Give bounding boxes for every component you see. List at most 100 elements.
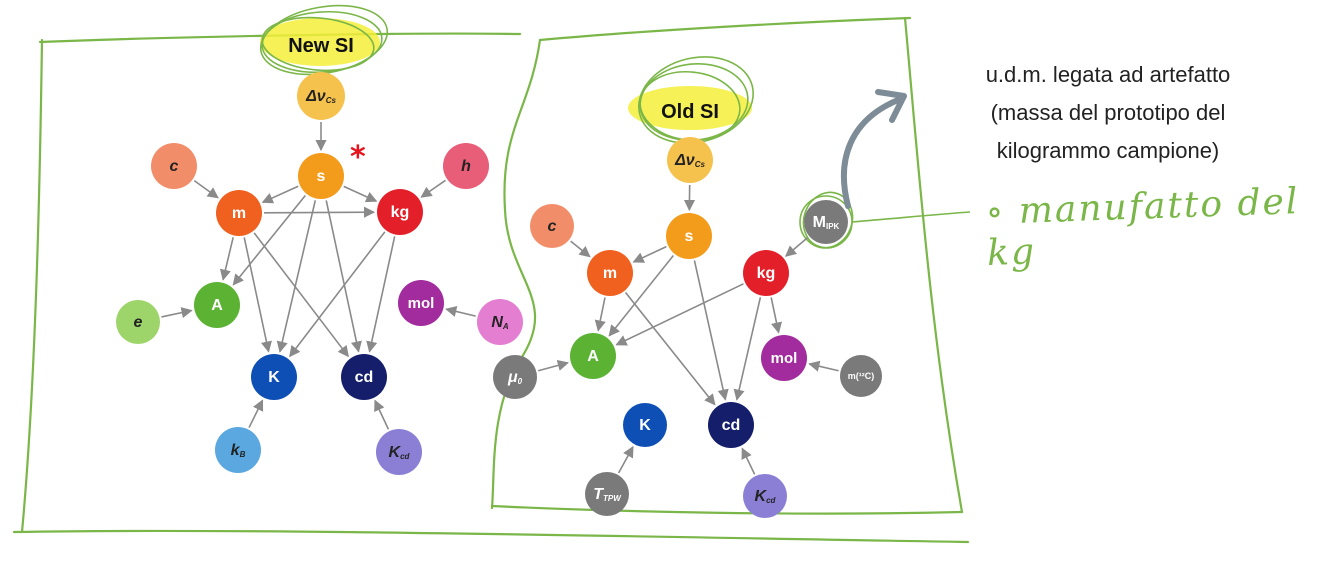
old-si-node-label-s: s (685, 228, 694, 245)
note-line-3: kilogrammo campione) (996, 138, 1220, 163)
old-si-node-label-ttpw: TTPW (593, 486, 622, 503)
old-si-node-circle-dnu (667, 137, 713, 183)
arrow-s-to-A (232, 194, 306, 286)
arrow-kg-to-cd (366, 236, 396, 353)
old-si-node-kg: kg (743, 250, 789, 296)
new-si-node-label-kcd: Kcd (389, 444, 411, 461)
arrow-Kcd-to-cd (741, 447, 756, 475)
new-si-node-cd: cd (341, 354, 387, 400)
arrow-m12C-to-mol (808, 360, 839, 372)
old-si-node-label-m12c: m(¹²C) (848, 371, 875, 381)
old-si-node-circle-a (570, 333, 616, 379)
old-si-node-label-dnu: ΔνCs (674, 152, 705, 169)
new-si-node-label-kb: kB (231, 442, 246, 459)
new-si-node-circle-h (443, 143, 489, 189)
arrow-c-to-m (570, 240, 591, 258)
old-si-node-circle-s (666, 213, 712, 259)
new-si-node-circle-na (477, 299, 523, 345)
arrow-s-to-m (261, 185, 299, 204)
old-si-node-circle-c (530, 204, 574, 248)
handwritten-note: ∘ manufatto del kg (985, 181, 1301, 274)
new-si-node-circle-dnu (297, 72, 345, 120)
old-si-node-label-m: m (603, 265, 617, 282)
new-si-node-circle-a (194, 282, 240, 328)
old-si-node-circle-k (623, 403, 667, 447)
old-si-node-circle-ttpw (585, 472, 629, 516)
title-highlights (260, 18, 752, 130)
old-si-node-circle-mu0 (493, 355, 537, 399)
arrow-kg-to-A (615, 283, 744, 346)
old-si-node-cd: cd (708, 402, 754, 448)
new-si-node-label-dnu: ΔνCs (305, 88, 336, 105)
old-si-node-mipk: MIPK (804, 200, 848, 244)
arrow-s-to-K (276, 200, 317, 353)
old-si-node-m: m (587, 250, 633, 296)
arrow-s-to-A (608, 255, 675, 337)
old-si-node-s: s (666, 213, 712, 259)
old-si-arrows (537, 184, 839, 475)
frame-old-si (490, 16, 964, 515)
old-si-node-circle-kg (743, 250, 789, 296)
new-si-node-label-h: h (461, 158, 471, 175)
old-si-node-label-mipk: MIPK (813, 214, 840, 231)
new-si-node-dnu: ΔνCs (297, 72, 345, 120)
new-si-node-s: s (298, 153, 344, 199)
new-si-node-k: K (251, 354, 297, 400)
new-si-node-label-k: K (268, 369, 280, 386)
arrow-kB-to-K (248, 399, 264, 428)
old-si-node-ttpw: TTPW (585, 472, 629, 516)
new-si-node-label-na: NA (491, 314, 509, 331)
old-si-node-dnu: ΔνCs (667, 137, 713, 183)
new-si-node-circle-mol (398, 280, 444, 326)
asterisk-mark: * (350, 140, 366, 175)
arrow-TTPW-to-K (617, 445, 634, 474)
new-si-node-label-kg: kg (391, 204, 410, 221)
new-si-node-c: c (151, 143, 197, 189)
arrow-s-to-cd (693, 260, 729, 401)
old-si-node-a: A (570, 333, 616, 379)
arrow-MIPK-to-kg (784, 236, 809, 257)
old-si-node-label-a: A (587, 348, 599, 365)
arrow-m-to-cd (624, 292, 716, 406)
arrow-m-to-K (243, 237, 272, 353)
arrow-m-to-cd (253, 232, 349, 358)
new-si-node-circle-c (151, 143, 197, 189)
arrow-mu0-to-A (537, 359, 569, 372)
new-si-node-kb: kB (215, 427, 261, 473)
old-si-node-c: c (530, 204, 574, 248)
new-si-node-circle-k (251, 354, 297, 400)
arrow-m-to-A (219, 237, 234, 281)
old-si-node-label-kg: kg (757, 265, 776, 282)
arrow-e-to-A (161, 307, 193, 319)
new-si-node-a: A (194, 282, 240, 328)
new-si-node-h: h (443, 143, 489, 189)
old-si-node-label-mol: mol (771, 350, 798, 367)
new-si-node-mol: mol (398, 280, 444, 326)
new-si-node-na: NA (477, 299, 523, 345)
new-si-node-circle-m (216, 190, 262, 236)
arrow-m-to-kg (263, 206, 376, 218)
old-si-node-label-k: K (639, 417, 651, 434)
note-line-2: (massa del prototipo del (990, 100, 1226, 125)
new-si-node-circle-s (298, 153, 344, 199)
new-si-node-label-mol: mol (408, 295, 435, 312)
new-si-node-kg: kg (377, 189, 423, 235)
new-si-title: New SI (288, 35, 354, 57)
old-si-node-circle-mipk (804, 200, 848, 244)
old-si-node-circle-m12c (840, 355, 882, 397)
old-si-node-mol: mol (761, 335, 807, 381)
new-si-node-circle-cd (341, 354, 387, 400)
old-si-title: Old SI (661, 101, 719, 123)
old-si-node-k: K (623, 403, 667, 447)
new-si-node-circle-kg (377, 189, 423, 235)
arrow-kg-to-K (289, 231, 386, 358)
old-si-node-mu0: μ0 (493, 355, 537, 399)
new-si-arrows (161, 122, 476, 430)
frame-new-si (12, 32, 970, 544)
handwriting-pointer (851, 211, 971, 223)
arrow-s-to-cd (325, 200, 362, 353)
note-line-1: u.d.m. legata ad artefatto (985, 62, 1231, 87)
